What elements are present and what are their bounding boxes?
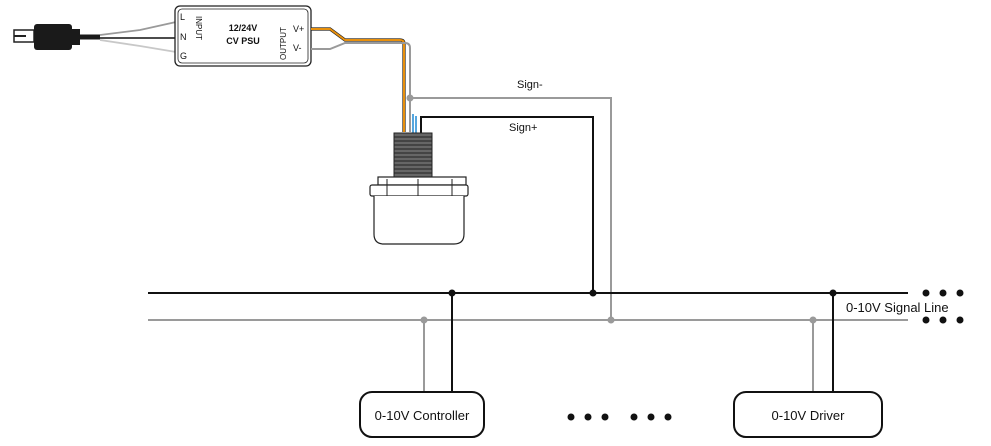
sign-minus-wire bbox=[406, 94, 612, 320]
sign-plus-label: Sign+ bbox=[509, 122, 537, 134]
driver-box: 0-10V Driver bbox=[733, 391, 883, 438]
device-drop-wires bbox=[423, 293, 834, 392]
controller-box: 0-10V Controller bbox=[359, 391, 485, 438]
psu-terminal-l: L bbox=[180, 12, 185, 22]
sensor-icon bbox=[369, 132, 469, 245]
device-continuation-dots bbox=[567, 413, 672, 421]
psu-terminal-vplus: V+ bbox=[293, 24, 304, 34]
psu-terminal-vminus: V- bbox=[293, 43, 302, 53]
bus-continuation-dots bbox=[922, 289, 964, 324]
psu-title-line1: 12/24V bbox=[229, 23, 258, 33]
power-supply-unit: L N G INPUT 12/24V CV PSU OUTPUT V+ V- bbox=[174, 5, 312, 67]
signal-bus-lines bbox=[148, 292, 908, 321]
junction-nodes bbox=[420, 289, 837, 324]
psu-terminal-g: G bbox=[180, 51, 187, 61]
power-plug-icon bbox=[13, 24, 100, 50]
mains-input-wires bbox=[99, 21, 177, 53]
signal-line-label: 0-10V Signal Line bbox=[846, 300, 949, 315]
psu-title-line2: CV PSU bbox=[226, 36, 260, 46]
sign-minus-label: Sign- bbox=[517, 79, 543, 91]
psu-terminal-n: N bbox=[180, 32, 187, 42]
psu-input-label: INPUT bbox=[194, 16, 203, 40]
sign-plus-wire bbox=[420, 116, 594, 293]
driver-label: 0-10V Driver bbox=[772, 408, 846, 423]
controller-label: 0-10V Controller bbox=[375, 408, 470, 423]
psu-output-label: OUTPUT bbox=[279, 27, 288, 60]
psu-output-wires bbox=[311, 27, 411, 132]
sensor-lead-wires bbox=[412, 114, 417, 134]
